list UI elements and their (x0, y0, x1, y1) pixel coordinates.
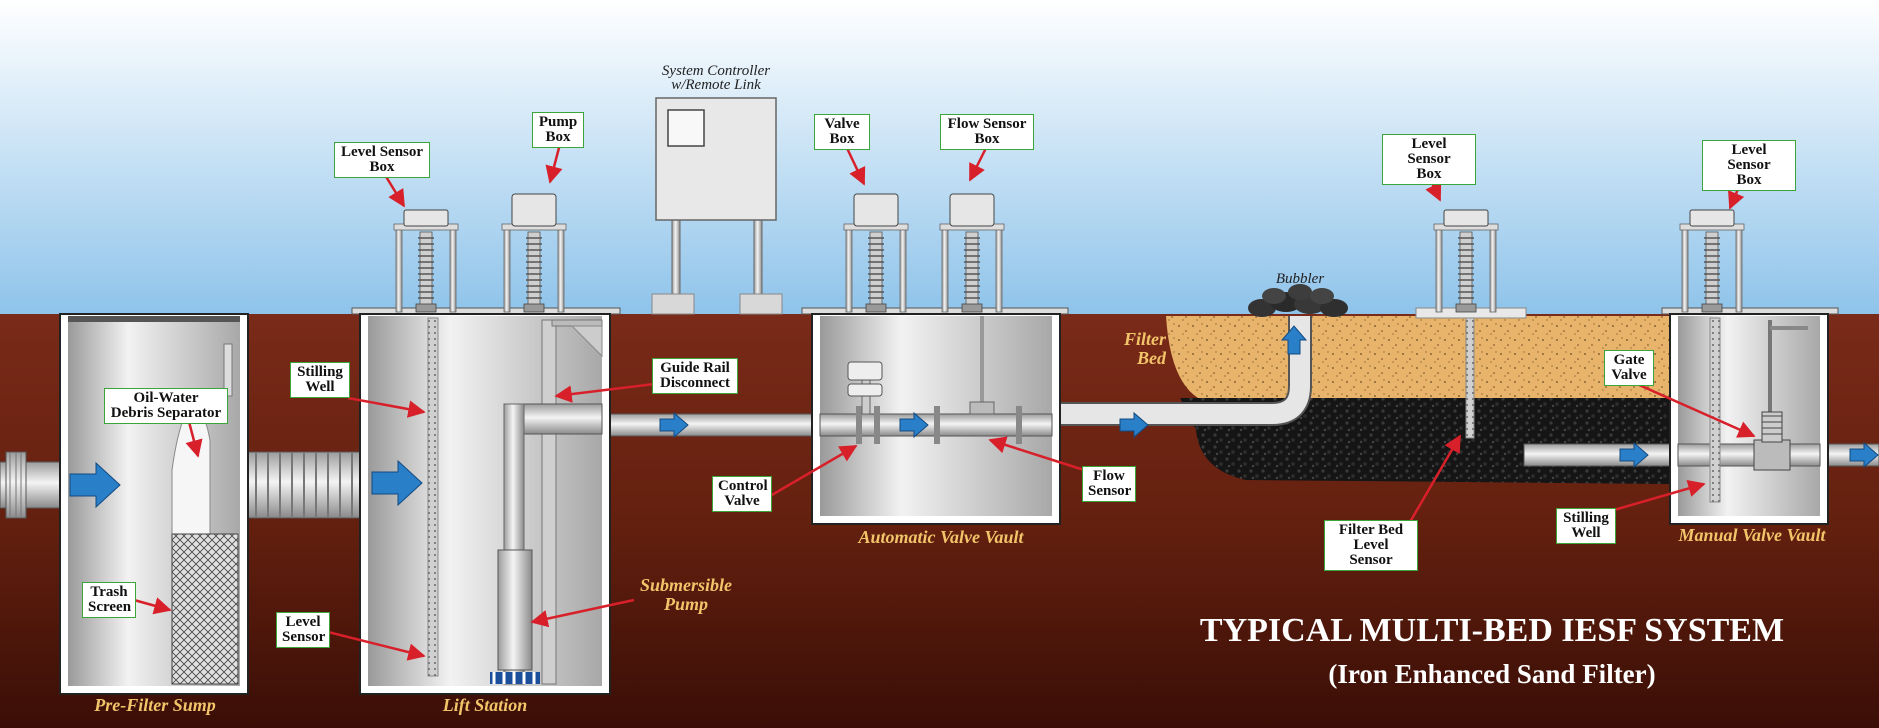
callout-flow-sensor-box: Flow Sensor Box (940, 114, 1034, 150)
callout-level-sensor-box-2: Level Sensor Box (1382, 134, 1476, 185)
callout-oil-water-separator: Oil-Water Debris Separator (104, 388, 228, 424)
callout-valve-box: Valve Box (814, 114, 870, 150)
system-controller (651, 97, 783, 315)
caption-lift-station: Lift Station (442, 695, 528, 715)
callout-stilling-well-1: Stilling Well (290, 362, 350, 398)
callout-flow-sensor: Flow Sensor (1082, 466, 1136, 502)
lift-station (351, 307, 621, 695)
automatic-valve-vault (801, 307, 1069, 525)
bubbler (1248, 284, 1348, 317)
callout-level-sensor-box-3: Level Sensor Box (1702, 140, 1796, 191)
callout-trash-screen: Trash Screen (82, 582, 136, 618)
inlet-coupling (5, 451, 27, 519)
sand-layer (1166, 316, 1670, 398)
callout-level-sensor: Level Sensor (276, 612, 330, 648)
callout-filter-bed-level-sensor: Filter Bed Level Sensor (1324, 520, 1418, 571)
caption-automatic-valve-vault: Automatic Valve Vault (858, 527, 1024, 547)
caption-manual-valve-vault: Manual Valve Vault (1678, 525, 1826, 545)
diagram-subtitle: (Iron Enhanced Sand Filter) (1328, 659, 1656, 689)
corrugated-pipe (243, 451, 365, 519)
stand-level-sensor-3 (1679, 209, 1745, 313)
caption-pre-filter-sump: Pre-Filter Sump (94, 695, 216, 715)
label-system-controller: System Controller w/Remote Link (661, 63, 771, 93)
stand-level-sensor-2 (1433, 209, 1499, 313)
stand-pump (501, 193, 567, 313)
callout-stilling-well-2: Stilling Well (1556, 508, 1616, 544)
callout-gate-valve: Gate Valve (1604, 350, 1654, 386)
callout-control-valve: Control Valve (712, 476, 772, 512)
stand-valve (843, 193, 909, 313)
caption-submersible-pump: Submersible Pump (639, 575, 732, 614)
callout-pump-box: Pump Box (532, 112, 584, 148)
manual-valve-vault (1661, 307, 1839, 525)
pre-filter-sump (59, 313, 249, 695)
stand-flow-sensor (939, 193, 1005, 313)
callout-level-sensor-box-1: Level Sensor Box (334, 142, 430, 178)
sky (0, 0, 1879, 316)
caption-filter-bed: Filter Bed (1123, 329, 1166, 368)
callout-guide-rail-disconnect: Guide Rail Disconnect (652, 358, 738, 394)
diagram-title: TYPICAL MULTI-BED IESF SYSTEM (1199, 612, 1785, 649)
stand-level-sensor-1 (393, 209, 459, 313)
label-bubbler: Bubbler (1275, 271, 1325, 287)
